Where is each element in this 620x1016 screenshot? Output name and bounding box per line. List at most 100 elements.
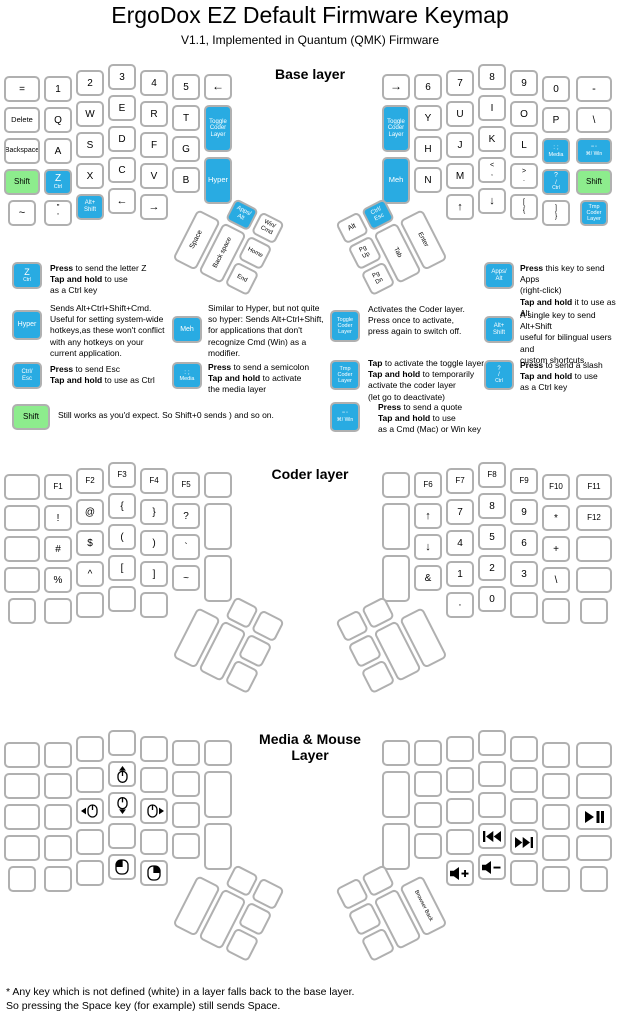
- key-alt-shift: Alt+Shift: [484, 316, 514, 343]
- volume-up-icon: [446, 860, 474, 886]
- key-symbol: ↓: [478, 188, 506, 214]
- key-shift: Shift: [4, 169, 40, 195]
- blank-key: [510, 798, 538, 824]
- blank-key: [446, 829, 474, 855]
- key-f6: F6: [414, 472, 442, 498]
- key-shift: Shift: [12, 404, 50, 430]
- blank-key: [542, 598, 570, 624]
- key-symbol: [{: [510, 194, 538, 220]
- key-f10: F10: [542, 474, 570, 500]
- blank-key: [414, 802, 442, 828]
- blank-key: [510, 767, 538, 793]
- blank-key: [414, 833, 442, 859]
- legend-text-hyper: Sends Alt+Ctrl+Shift+Cmd.Useful for sett…: [50, 303, 165, 358]
- key-symbol: @: [76, 499, 104, 525]
- legend-text-toggle-coder: Activates the Coder layer.Press once to …: [368, 304, 465, 337]
- key-symbol: ~: [8, 200, 36, 226]
- key-7: 7: [446, 70, 474, 96]
- key-f4: F4: [140, 468, 168, 494]
- key-win: " '⌘/ Win: [330, 402, 360, 432]
- key-symbol: ↑: [446, 194, 474, 220]
- blank-key: [76, 767, 104, 793]
- key-2: 2: [478, 555, 506, 581]
- blank-key: [414, 740, 442, 766]
- blank-key: [76, 592, 104, 618]
- blank-key: [204, 472, 232, 498]
- key-symbol: $: [76, 530, 104, 556]
- blank-key: [172, 771, 200, 797]
- left-thumb-cluster: [172, 583, 285, 696]
- key-y: Y: [414, 105, 442, 131]
- key-u: U: [446, 101, 474, 127]
- blank-key: [382, 503, 410, 550]
- key-w: W: [76, 101, 104, 127]
- blank-key: [108, 730, 136, 756]
- blank-key: [4, 773, 40, 799]
- key-g: G: [172, 136, 200, 162]
- key-symbol: \: [542, 567, 570, 593]
- prev-track-icon: [478, 823, 506, 849]
- blank-key: [382, 472, 410, 498]
- blank-key: [542, 742, 570, 768]
- key-0: 0: [478, 586, 506, 612]
- blank-key: [4, 505, 40, 531]
- key-apps-alt: Apps/Alt: [484, 262, 514, 289]
- key-symbol: "': [44, 200, 72, 226]
- blank-key: [414, 771, 442, 797]
- blank-key: [478, 730, 506, 756]
- key-symbol: ^: [76, 561, 104, 587]
- blank-key: [44, 866, 72, 892]
- key-symbol: ]}: [542, 200, 570, 226]
- key-t: T: [172, 105, 200, 131]
- key-f12: F12: [576, 505, 612, 531]
- key-symbol: →: [140, 194, 168, 220]
- blank-key: [478, 792, 506, 818]
- blank-key: [446, 798, 474, 824]
- blank-key: [510, 860, 538, 886]
- key-c: C: [108, 157, 136, 183]
- blank-key: [204, 503, 232, 550]
- blank-key: [4, 567, 40, 593]
- blank-key: [576, 567, 612, 593]
- key-win: " '⌘/ Win: [576, 138, 612, 164]
- key-n: N: [414, 167, 442, 193]
- right-thumb-cluster: [335, 583, 448, 696]
- blank-key: [382, 555, 410, 602]
- blank-key: [510, 592, 538, 618]
- key-s: S: [76, 132, 104, 158]
- right-thumb-cluster: Browser Back: [335, 851, 448, 964]
- key-shift: Shift: [576, 169, 612, 195]
- key-o: O: [510, 101, 538, 127]
- key-symbol: ←: [108, 188, 136, 214]
- blank-key: [542, 804, 570, 830]
- key-symbol: ~: [172, 565, 200, 591]
- key-k: K: [478, 126, 506, 152]
- key-symbol: ]: [140, 561, 168, 587]
- blank-key: [140, 767, 168, 793]
- key-j: J: [446, 132, 474, 158]
- blank-key: [44, 835, 72, 861]
- page-title: ErgoDox EZ Default Firmware Keymap: [111, 2, 509, 28]
- footer-note: * Any key which is not defined (white) i…: [6, 985, 354, 1013]
- blank-key: [576, 773, 612, 799]
- key-i: I: [478, 95, 506, 121]
- blank-key: [4, 835, 40, 861]
- blank-key: [204, 555, 232, 602]
- volume-down-icon: [478, 854, 506, 880]
- key-media: : ;Media: [172, 362, 202, 389]
- key-v: V: [140, 163, 168, 189]
- blank-key: [576, 742, 612, 768]
- blank-key: [4, 804, 40, 830]
- footer-line-2: So pressing the Space key (for example) …: [6, 1000, 281, 1013]
- key-hyper: Hyper: [204, 157, 232, 204]
- key-5: 5: [172, 74, 200, 100]
